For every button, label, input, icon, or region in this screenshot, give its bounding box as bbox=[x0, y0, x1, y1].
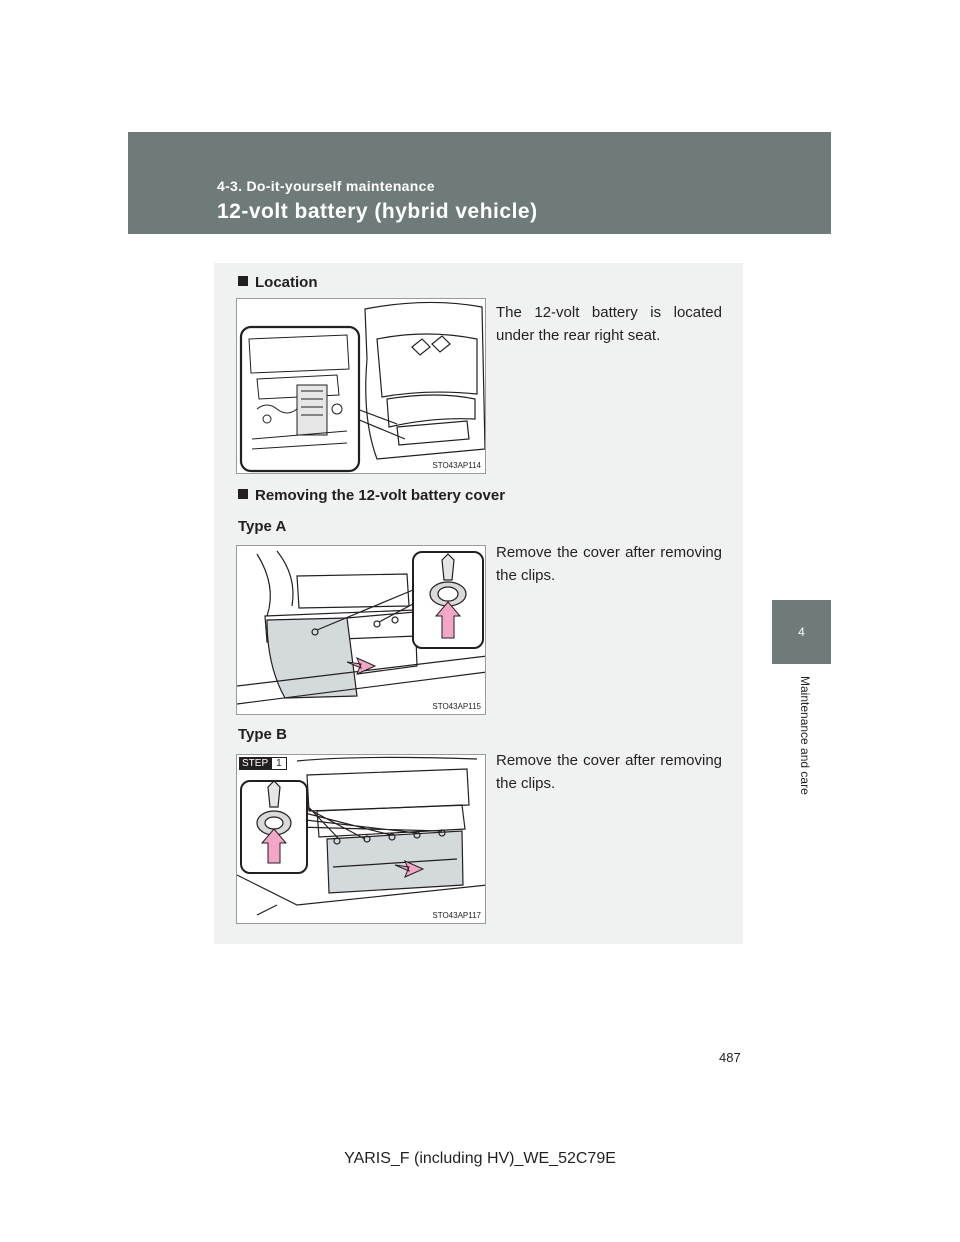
type-b-description: Remove the cover after removing the clip… bbox=[496, 752, 722, 792]
figure-code: STO43AP117 bbox=[432, 911, 481, 920]
section-title: 4-3. Do-it-yourself maintenance bbox=[217, 178, 435, 194]
figure-code: STO43AP115 bbox=[432, 702, 481, 711]
cover-heading: Removing the 12-volt battery cover bbox=[238, 487, 505, 504]
step-word: STEP bbox=[239, 757, 272, 770]
chapter-tab[interactable]: 4 bbox=[772, 600, 831, 664]
location-description: The 12-volt battery is located under the… bbox=[496, 304, 722, 344]
page-title: 12-volt battery (hybrid vehicle) bbox=[217, 200, 538, 223]
type-a-drawing bbox=[237, 550, 485, 705]
type-a-description: Remove the cover after removing the clip… bbox=[496, 544, 722, 584]
car-interior-drawing bbox=[239, 301, 485, 473]
chapter-header: 4-3. Do-it-yourself maintenance 12-volt … bbox=[128, 132, 831, 234]
type-b-drawing bbox=[237, 756, 485, 916]
bullet-square-icon bbox=[238, 276, 248, 286]
type-b-label: Type B bbox=[238, 726, 287, 743]
location-heading-text: Location bbox=[255, 274, 318, 291]
step-number: 1 bbox=[271, 757, 287, 770]
document-footer: YARIS_F (including HV)_WE_52C79E bbox=[344, 1150, 616, 1167]
chapter-number: 4 bbox=[798, 625, 805, 639]
type-a-label: Type A bbox=[238, 518, 287, 535]
chapter-label: Maintenance and care bbox=[798, 676, 812, 795]
type-a-illustration: STO43AP115 bbox=[236, 545, 486, 715]
page-number: 487 bbox=[719, 1050, 741, 1065]
location-illustration: STO43AP114 bbox=[236, 298, 486, 474]
bullet-square-icon bbox=[238, 489, 248, 499]
figure-code: STO43AP114 bbox=[432, 461, 481, 470]
cover-heading-text: Removing the 12-volt battery cover bbox=[255, 487, 506, 504]
location-heading: Location bbox=[238, 274, 318, 291]
